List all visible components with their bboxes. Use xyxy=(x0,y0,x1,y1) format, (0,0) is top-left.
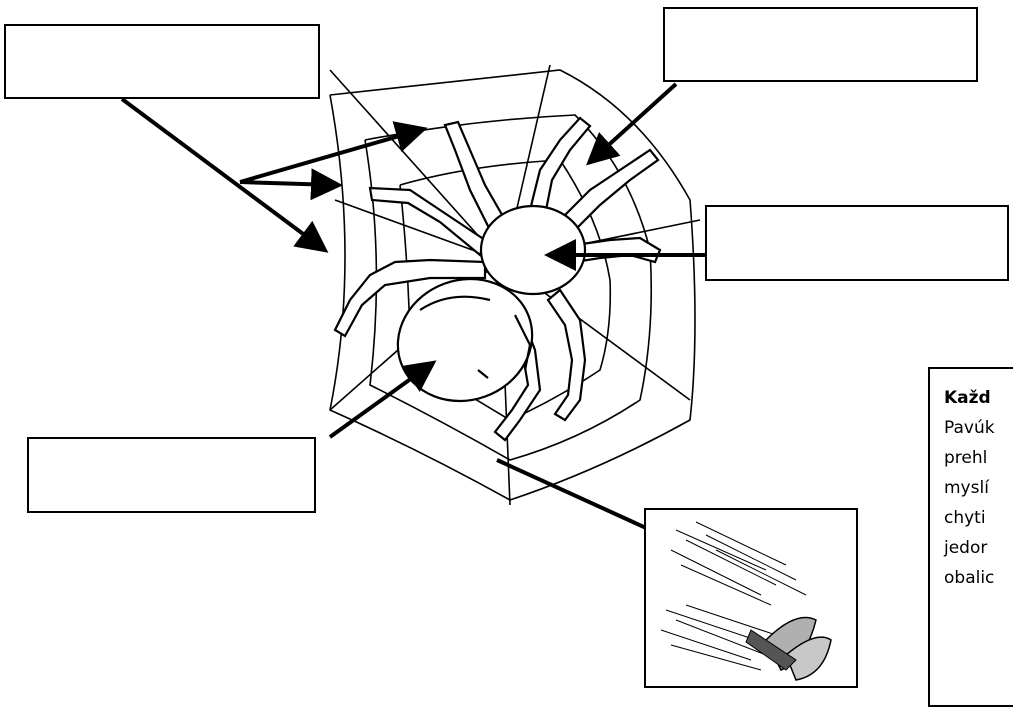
info-line: chyti xyxy=(944,503,1013,533)
arrow-to-pedipalp xyxy=(592,84,676,160)
arrow-to-web xyxy=(122,99,322,248)
info-line: myslí xyxy=(944,473,1013,503)
info-line: jedor xyxy=(944,533,1013,563)
info-line: prehl xyxy=(944,443,1013,473)
fang-detail-inset xyxy=(644,508,858,688)
label-box-right[interactable] xyxy=(705,205,1009,281)
arrow-to-leg-middle xyxy=(240,182,335,185)
info-title: Každ xyxy=(944,383,1013,413)
label-box-top-right[interactable] xyxy=(663,7,978,82)
info-line: Pavúk xyxy=(944,413,1013,443)
arrow-to-abdomen xyxy=(330,365,430,437)
arrow-to-leg-upper xyxy=(240,130,420,182)
label-box-top-left[interactable] xyxy=(4,24,320,99)
info-text-box: Každ Pavúk prehl myslí chyti jedor obali… xyxy=(928,367,1013,707)
fang-drawing xyxy=(646,510,856,686)
label-box-bottom-left[interactable] xyxy=(27,437,316,513)
info-line: obalic xyxy=(944,563,1013,593)
